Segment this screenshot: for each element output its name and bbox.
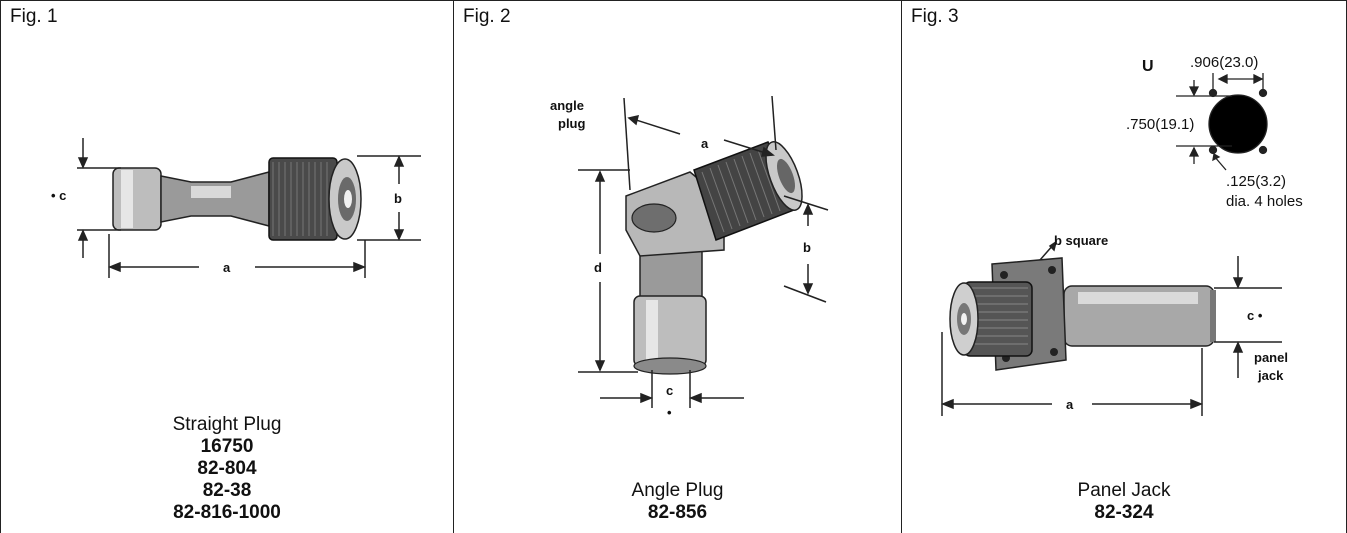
dimension-b-label: b — [803, 240, 811, 255]
figure-title: Panel Jack — [1077, 480, 1171, 501]
figure-panel-2: Fig. 2 — [453, 0, 901, 533]
straight-plug-drawing: • c b a — [51, 138, 421, 278]
dimension-b — [783, 195, 829, 303]
mount-spacing: .906(23.0) — [1190, 54, 1258, 71]
dimension-a — [623, 95, 777, 191]
dimension-c — [1214, 256, 1282, 378]
dimension-c-label: c • — [1247, 308, 1263, 323]
angle-plug-drawing: angle plug a b — [550, 95, 829, 420]
dimension-b-label: b — [394, 191, 402, 206]
dimension-d-label: d — [594, 260, 602, 275]
mount-diameter: .750(19.1) — [1126, 116, 1194, 133]
part-number: 82-38 — [202, 480, 252, 501]
angle-plug-label-line2: plug — [558, 116, 585, 131]
mount-hole: .125(3.2) — [1226, 173, 1286, 190]
dimension-c-label: c — [666, 383, 673, 398]
figure-label: Fig. 2 — [463, 6, 511, 27]
figure-caption: Angle Plug 82-856 — [454, 480, 901, 524]
dimension-a — [107, 234, 367, 278]
figure-caption: Straight Plug 16750 82-804 82-38 82-816-… — [1, 414, 453, 524]
angle-plug-connector-icon — [625, 141, 803, 375]
mount-hole-note: dia. 4 holes — [1226, 193, 1303, 210]
part-number: 82-324 — [1094, 502, 1154, 523]
figure-caption: Panel Jack 82-324 — [902, 480, 1346, 524]
panel-jack-label-line2: jack — [1257, 368, 1284, 383]
panel-jack-connector-icon — [949, 257, 1216, 371]
figure-title: Angle Plug — [631, 480, 724, 501]
figure-label: Fig. 3 — [911, 6, 959, 27]
top-rule — [0, 0, 1347, 1]
figure-label: Fig. 1 — [10, 6, 58, 27]
dimension-b-label: b square — [1054, 233, 1108, 248]
mounting-hole-pattern — [1176, 73, 1268, 171]
figure-panel-1: Fig. 1 — [0, 0, 453, 533]
dimension-a-label: a — [701, 136, 709, 151]
dimension-a-label: a — [1066, 397, 1074, 412]
figure-title: Straight Plug — [172, 414, 282, 435]
figure-panel-3: Fig. 3 U .906(23.0) .750(19.1) . — [901, 0, 1347, 533]
panel-jack-label-line1: panel — [1254, 350, 1288, 365]
dimension-c — [600, 370, 744, 408]
part-number: 82-804 — [197, 458, 257, 479]
part-number: 82-816-1000 — [173, 502, 281, 523]
dimension-c-bullet: • — [667, 405, 672, 420]
part-number: 82-856 — [647, 502, 708, 523]
dimension-d — [578, 169, 638, 373]
panel-jack-drawing: U .906(23.0) .750(19.1) .125(3.2) dia. 4… — [940, 54, 1303, 416]
dimension-a — [940, 332, 1204, 416]
dimension-c — [77, 138, 121, 258]
dimension-c-label: • c — [51, 188, 66, 203]
mount-label: U — [1142, 58, 1154, 75]
part-number: 16750 — [200, 436, 254, 457]
straight-plug-connector-icon — [112, 157, 362, 241]
angle-plug-label-line1: angle — [550, 98, 584, 113]
dimension-a-label: a — [223, 260, 231, 275]
dimension-b — [357, 155, 421, 241]
dimension-b-leader — [1039, 240, 1058, 261]
